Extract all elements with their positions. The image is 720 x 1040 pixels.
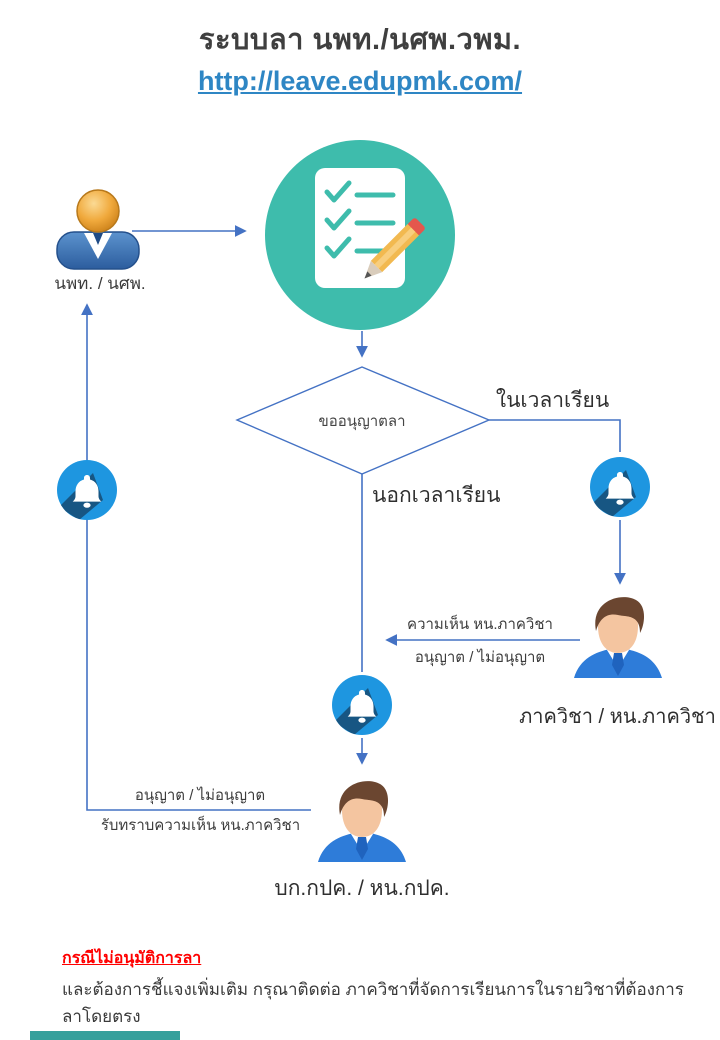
department-label: ภาควิชา / หน.ภาควิชา: [519, 706, 716, 728]
person-icon: [52, 186, 144, 270]
result-label-bottom: รับทราบความเห็น หน.ภาควิชา: [100, 817, 301, 834]
footer-heading: กรณีไม่อนุมัติการลา: [62, 950, 202, 967]
director-label: บก.กปค. / หน.กปค.: [274, 877, 450, 900]
decision-label: ขออนุญาตลา: [318, 413, 406, 430]
page-title: ระบบลา นพท./นศพ.วพม.: [198, 24, 522, 56]
line-inclass-route: [489, 419, 621, 452]
dept-opinion-label-bottom: อนุญาต / ไม่อนุญาต: [414, 649, 546, 666]
businessman-icon: [314, 776, 410, 862]
checklist-pencil-icon: [265, 140, 455, 330]
in-class-label: ในเวลาเรียน: [495, 389, 610, 412]
dept-opinion-label-top: ความเห็น หน.ภาควิชา: [407, 616, 553, 633]
out-of-class-label: นอกเวลาเรียน: [372, 484, 501, 507]
student-label: นพท. / นศพ.: [54, 274, 146, 293]
result-label-top: อนุญาต / ไม่อนุญาต: [134, 787, 266, 804]
bottom-decoration-bar: [30, 1031, 180, 1040]
bell-icon: [332, 675, 392, 735]
bell-icon: [57, 460, 117, 520]
businessman-icon: [570, 592, 666, 678]
footer-body: และต้องการชี้แจงเพิ่มเติม กรุณาติดต่อ ภา…: [62, 980, 684, 1026]
arrow-result-to-student: [81, 303, 311, 811]
system-url-link[interactable]: http://leave.edupmk.com/: [197, 66, 523, 96]
bell-icon: [590, 457, 650, 517]
